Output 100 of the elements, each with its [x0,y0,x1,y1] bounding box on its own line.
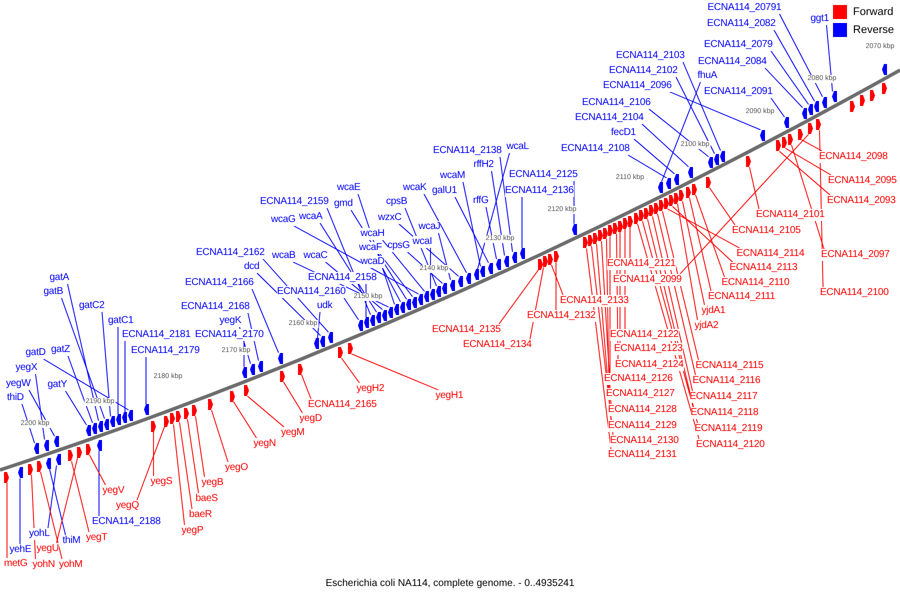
gene-label: fhuA [698,70,718,82]
gene-label: ECNA114_2115 [696,360,764,372]
gene-marker [116,414,120,426]
leader-line [341,358,360,384]
gene-marker [466,272,470,284]
gene-marker [760,130,764,141]
gene-label: ECNA114_2130 [610,435,679,447]
leader-line [682,200,705,306]
gene-label: ECNA114_2122 [610,329,679,341]
gene-marker [28,464,32,475]
gene-marker [450,280,454,291]
gene-label: rffG [473,195,488,207]
gene-label: ECNA114_2079 [704,39,773,51]
leader-line [404,208,437,287]
gene-marker [128,410,132,421]
leader-line [667,208,740,248]
gene-label: ECNA114_2114 [736,248,804,260]
gene-marker [658,200,664,212]
gene-marker [68,450,72,462]
leader-line [294,226,419,294]
gene-marker [598,230,602,242]
leader-line [680,134,809,274]
gene-label: yegT [86,532,108,544]
gene-label: ECNA114_2093 [827,195,896,207]
gene-label: ECNA114_2120 [696,439,765,451]
gene-marker [412,296,416,308]
gene-marker [122,412,126,424]
gene-label: ECNA114_2159 [260,196,329,208]
gene-marker [648,205,654,216]
gene-label: yehE [10,544,32,556]
leader-line [774,30,815,102]
gene-marker [230,390,234,402]
leader-line [102,312,111,417]
gene-label: yegH1 [436,390,464,402]
gene-marker [208,399,212,410]
gene-label: ECNA114_2101 [756,209,825,221]
gene-label: ECNA114_2096 [603,80,672,92]
gene-marker [430,288,434,300]
gene-label: ECNA114_2132 [527,310,596,322]
gene-marker [582,237,588,248]
gene-label: ECNA114_2179 [131,345,200,357]
leader-line [672,206,733,262]
leader-line [89,454,106,486]
gene-label: cpsG [388,240,410,252]
leader-line [709,187,736,226]
leader-line [187,418,199,494]
gene-label: ECNA114_2118 [690,407,758,419]
gene-label: fecD1 [611,127,636,139]
gene-label: wcaD [360,256,385,268]
gene-marker [424,291,428,302]
leader-line [233,401,257,438]
leader-line [49,468,66,536]
leader-line [801,139,822,152]
gene-label: ggt1 [810,13,829,25]
leader-line [344,298,359,320]
gene-marker [588,235,592,246]
gene-marker [442,283,446,294]
gene-label: ECNA114_2097 [821,249,890,261]
gene-label: wzxC [378,212,402,224]
leader-line [56,458,78,544]
gene-label: yegW [6,378,31,390]
gene-marker [644,208,648,219]
gene-label: ECNA114_20791 [708,2,782,14]
gene-label: ECNA114_2129 [608,420,677,432]
gene-label: wcaG [271,214,296,226]
leader-line [779,150,830,196]
gene-marker [634,212,638,224]
gene-marker [666,178,670,189]
gene-marker [370,314,374,326]
gene-marker [860,95,864,106]
legend-label: Forward [853,5,894,19]
gene-label: ECNA114_2108 [561,143,630,155]
gene-label: yohM [59,559,82,571]
gene-marker [164,416,168,427]
leader-line [677,203,698,320]
gene-label: yohN [32,559,55,571]
gene-label: ECNA114_2082 [707,18,776,30]
gene-label: ECNA114_2123 [614,343,683,355]
leader-line [195,416,205,478]
leader-line [283,381,303,414]
leader-line [670,92,761,130]
gene-marker [328,332,332,344]
gene-label: wcaF [359,242,382,254]
gene-label: ECNA114_2166 [185,277,254,289]
gene-marker [746,156,750,168]
leader-line [642,124,689,168]
gene-label: yegX [16,362,38,374]
leader-line [247,396,284,428]
leader-line [71,460,90,532]
gene-marker [542,256,548,268]
gene-marker [882,64,886,76]
gene-label: wcaC [304,250,328,262]
gene-label: ECNA114_2084 [698,56,767,68]
gene-label: wcaM [440,170,466,182]
gene-marker [602,228,608,239]
leader-line [779,14,823,98]
gene-marker [628,216,632,227]
gene-marker [512,252,516,263]
gene-label: gatC2 [79,300,104,312]
gene-marker [104,418,108,430]
